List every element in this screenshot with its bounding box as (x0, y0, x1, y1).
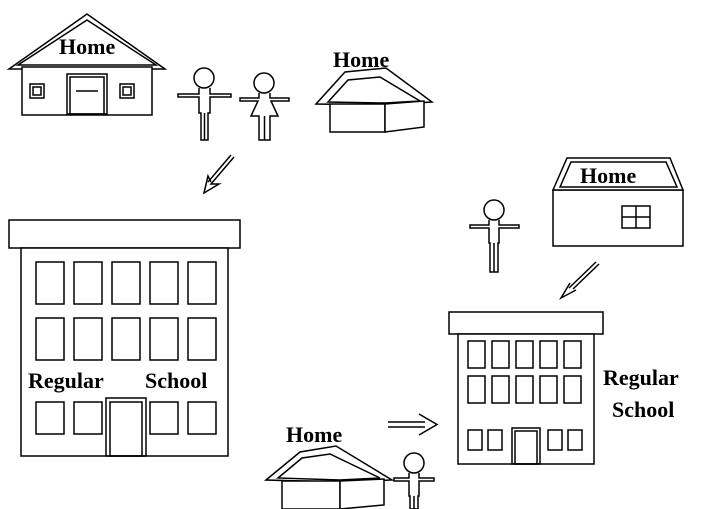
house-bottom-icon (263, 445, 395, 509)
school-left-label-regular: Regular (28, 368, 104, 393)
school-left-building-icon (8, 219, 241, 457)
school-right-label-regular: Regular (603, 365, 679, 390)
person-boy-top-icon (177, 67, 232, 141)
school-right-label-school: School (612, 397, 675, 422)
person-bottom-icon (393, 452, 435, 509)
school-left-label-school: School (145, 368, 208, 393)
house-right-icon (551, 157, 685, 247)
home-label-right: Home (580, 163, 637, 188)
home-label-bottom: Home (286, 422, 343, 447)
home-label-top-middle: Home (333, 47, 390, 72)
school-right-building-icon (448, 311, 604, 465)
arrow-down-left-icon (202, 154, 235, 195)
home-label-top-left: Home (59, 34, 116, 59)
person-right-icon (469, 199, 520, 273)
person-girl-top-icon (239, 72, 290, 141)
house-top-middle-icon (314, 67, 435, 133)
arrow-down-left-right-icon (558, 261, 600, 300)
arrow-right-icon (388, 413, 439, 436)
house-top-left-icon (6, 13, 168, 116)
